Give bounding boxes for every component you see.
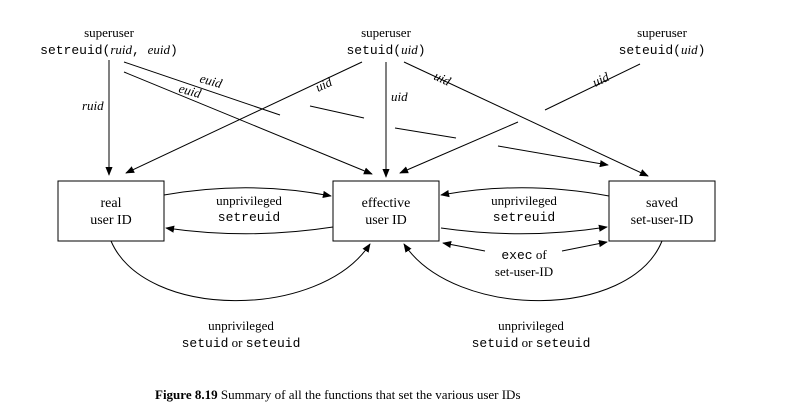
box-real-line2: user ID — [90, 213, 132, 228]
box-real-line1: real — [101, 196, 122, 211]
edge-label-euid-upper: euid — [198, 70, 224, 91]
arrow-exec-to-saved — [561, 240, 608, 252]
label-right-unprivileged: unprivileged — [491, 193, 557, 208]
source-setreuid: superuser setreuid(ruid, euid) — [40, 25, 178, 58]
box-saved-set-user-id: saved set-user-ID — [608, 180, 716, 242]
edge-label-euid-lower: euid — [177, 80, 203, 101]
arrow-setreuid-to-saved — [497, 145, 609, 168]
arc-real-to-effective — [110, 240, 371, 302]
label-bottom-left-functions: setuid or seteuid — [182, 335, 301, 351]
figure-caption: Figure 8.19 Summary of all the functions… — [155, 387, 521, 402]
source-setuid-call: setuid(uid) — [346, 42, 425, 58]
box-real-user-id: real user ID — [57, 180, 165, 242]
arrow-setreuid-euid-to-effective — [123, 71, 373, 175]
arrow-setreuid-euid-segment-3 — [394, 127, 457, 139]
arrow-effective-to-saved — [440, 224, 608, 235]
source-seteuid: superuser seteuid(uid) — [619, 25, 706, 58]
edge-label-uid-diagonal: uid — [432, 68, 454, 89]
label-right-setreuid: setreuid — [493, 210, 555, 225]
edge-label-uid-middle: uid — [391, 89, 408, 104]
label-bottom-right-unprivileged: unprivileged — [498, 318, 564, 333]
box-effective-line2: user ID — [365, 213, 407, 228]
box-effective-user-id: effective user ID — [332, 180, 440, 242]
label-bottom-right-functions: setuid or seteuid — [472, 335, 591, 351]
box-saved-line2: set-user-ID — [631, 213, 694, 228]
edge-label-uid-right: uid — [590, 69, 612, 90]
label-left-setreuid: setreuid — [218, 210, 280, 225]
source-setreuid-call: setreuid(ruid, euid) — [40, 42, 178, 58]
label-bottom-left-unprivileged: unprivileged — [208, 318, 274, 333]
box-effective-line1: effective — [362, 196, 411, 211]
source-seteuid-call: seteuid(uid) — [619, 42, 706, 58]
arrow-setreuid-euid-segment-1 — [123, 61, 281, 116]
arrow-setreuid-euid-segment-2 — [309, 105, 365, 119]
edge-label-ruid: ruid — [82, 98, 104, 113]
arrow-real-to-effective — [163, 187, 332, 198]
arc-saved-to-effective — [403, 240, 663, 302]
source-seteuid-title: superuser — [637, 25, 687, 40]
source-setuid: superuser setuid(uid) — [346, 25, 425, 58]
label-exec-line1: exec of — [501, 247, 547, 263]
label-left-unprivileged: unprivileged — [216, 193, 282, 208]
arrow-setuid-to-real — [125, 61, 363, 174]
box-saved-line1: saved — [646, 196, 678, 211]
source-setuid-title: superuser — [361, 25, 411, 40]
source-setreuid-title: superuser — [84, 25, 134, 40]
figure-caption-label: Figure 8.19 — [155, 387, 218, 402]
figure-caption-text: Summary of all the functions that set th… — [221, 387, 521, 402]
arrow-setuid-to-saved — [403, 61, 649, 177]
arrow-exec-to-effective — [442, 240, 486, 252]
arrow-seteuid-to-effective — [399, 121, 519, 174]
arrow-seteuid-segment — [544, 63, 641, 111]
label-exec-line2: set-user-ID — [495, 264, 553, 279]
arrow-effective-to-real — [165, 225, 334, 235]
arrow-saved-to-effective — [440, 187, 610, 198]
edge-label-uid-left: uid — [313, 74, 335, 95]
